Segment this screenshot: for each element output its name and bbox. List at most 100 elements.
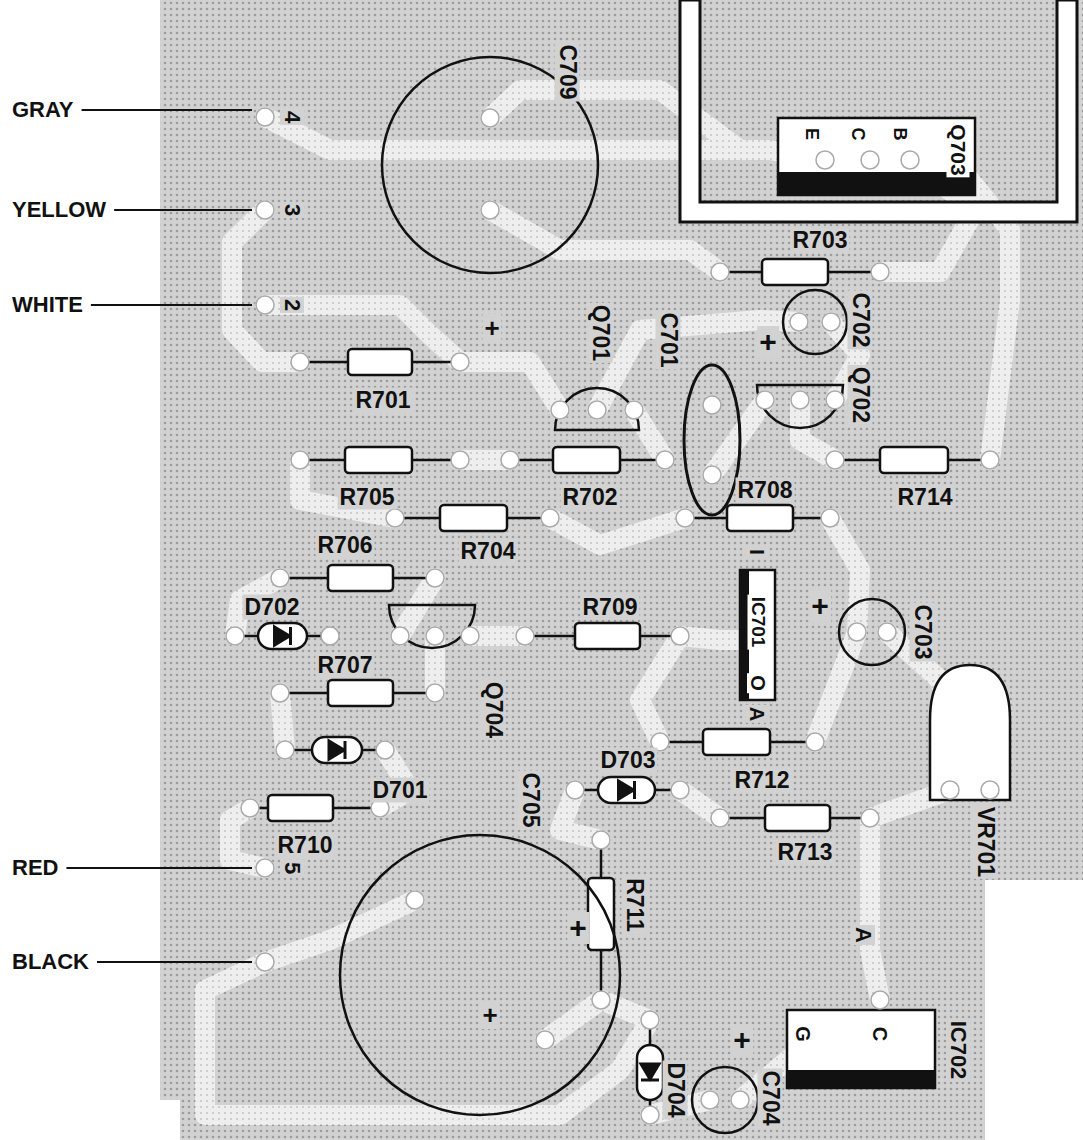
copper-trace	[265, 900, 415, 962]
pin-number: 3	[280, 202, 304, 218]
resistor-body	[727, 505, 793, 531]
copper-trace	[400, 578, 435, 636]
solder-pad	[656, 451, 674, 469]
pin-letter: B	[890, 126, 910, 143]
polarity-mark: +	[567, 912, 589, 944]
pin-number: 4	[280, 109, 304, 125]
electrolytic-capacitor	[783, 290, 847, 354]
leader-line	[91, 304, 252, 306]
resistor-symbol	[588, 878, 614, 950]
part-label: VR701	[973, 805, 998, 879]
solder-pad	[291, 353, 309, 371]
part-label: IC701	[748, 595, 769, 650]
copper-trace	[490, 90, 740, 150]
copper-trace	[550, 518, 685, 545]
diode-mark	[329, 741, 345, 759]
solder-pad	[426, 569, 444, 587]
solder-pad	[291, 451, 309, 469]
solder-pad	[386, 509, 404, 527]
leader-line	[97, 961, 252, 963]
leader-line	[114, 209, 252, 211]
resistor-symbol	[835, 447, 990, 473]
copper-trace	[597, 320, 799, 410]
part-label: D702	[243, 595, 302, 620]
solder-pad	[592, 991, 610, 1009]
heatsink-bracket	[680, 0, 1077, 222]
solder-pad	[481, 109, 499, 127]
copper-trace	[232, 210, 300, 362]
solder-pad	[676, 509, 694, 527]
diode-body	[598, 777, 655, 803]
solder-pad	[822, 313, 840, 331]
polarity-mark: +	[480, 1001, 499, 1029]
solder-pad	[671, 627, 689, 645]
part-label: R702	[561, 485, 620, 510]
solder-pad	[256, 201, 274, 219]
resistor-body	[762, 259, 828, 285]
resistor-body	[553, 447, 620, 473]
part-label: R714	[896, 485, 955, 510]
solder-pad	[848, 623, 866, 641]
diode-mark	[641, 1064, 659, 1080]
copper-trace	[205, 962, 650, 1115]
transistor-outline	[757, 385, 843, 428]
part-label: C702	[848, 291, 873, 350]
solder-pad	[731, 1091, 749, 1109]
polarity-mark: +	[809, 590, 831, 622]
solder-pad	[701, 1091, 719, 1109]
pin-letter: G	[792, 1024, 814, 1044]
solder-pad	[878, 623, 896, 641]
resistor-body	[345, 447, 412, 473]
solder-pad	[516, 627, 534, 645]
pin-number: 2	[280, 297, 304, 313]
diode-symbol	[637, 1045, 663, 1100]
resistor-symbol	[525, 623, 680, 649]
part-label: R712	[733, 768, 792, 793]
solder-pad	[501, 451, 519, 469]
resistor-symbol	[720, 805, 870, 831]
part-label: R711	[622, 876, 647, 934]
solder-pad	[816, 151, 834, 169]
solder-pad	[321, 627, 339, 645]
solder-pad	[981, 451, 999, 469]
resistor-body	[328, 680, 393, 706]
resistor-symbol	[660, 729, 815, 755]
leader-line	[82, 109, 252, 111]
part-label: Q703	[947, 122, 970, 177]
diode-symbol	[575, 777, 680, 803]
solder-pad	[451, 353, 469, 371]
part-label: C704	[758, 1069, 783, 1128]
solder-pad	[451, 451, 469, 469]
resistor-symbol	[685, 505, 830, 531]
resistor-body	[328, 565, 393, 591]
resistor-symbol	[300, 349, 460, 375]
solder-pad	[711, 263, 729, 281]
solder-pad	[861, 151, 879, 169]
solder-pad	[821, 509, 839, 527]
solder-pad	[461, 627, 479, 645]
part-label: R704	[459, 539, 518, 564]
solder-pad	[226, 627, 244, 645]
pin-letter: A	[746, 705, 768, 723]
part-label: C703	[910, 603, 935, 662]
diode-symbol	[235, 623, 330, 649]
solder-pad	[426, 684, 444, 702]
heat-tab	[778, 172, 975, 195]
solder-pad	[241, 799, 259, 817]
components	[235, 57, 1010, 1133]
pin-letter: C	[848, 126, 868, 143]
part-label: R713	[776, 840, 835, 865]
copper-trace	[640, 636, 680, 742]
trimmer-outline	[930, 665, 1010, 800]
solder-pad	[391, 627, 409, 645]
diode-symbol	[285, 737, 385, 763]
resistor-symbol	[280, 565, 435, 591]
pin-letter: A	[851, 925, 875, 945]
solder-pad	[871, 991, 889, 1009]
copper-trace	[870, 818, 880, 1000]
solder-pad	[711, 809, 729, 827]
resistor-symbol	[510, 447, 665, 473]
resistor-body	[703, 729, 770, 755]
